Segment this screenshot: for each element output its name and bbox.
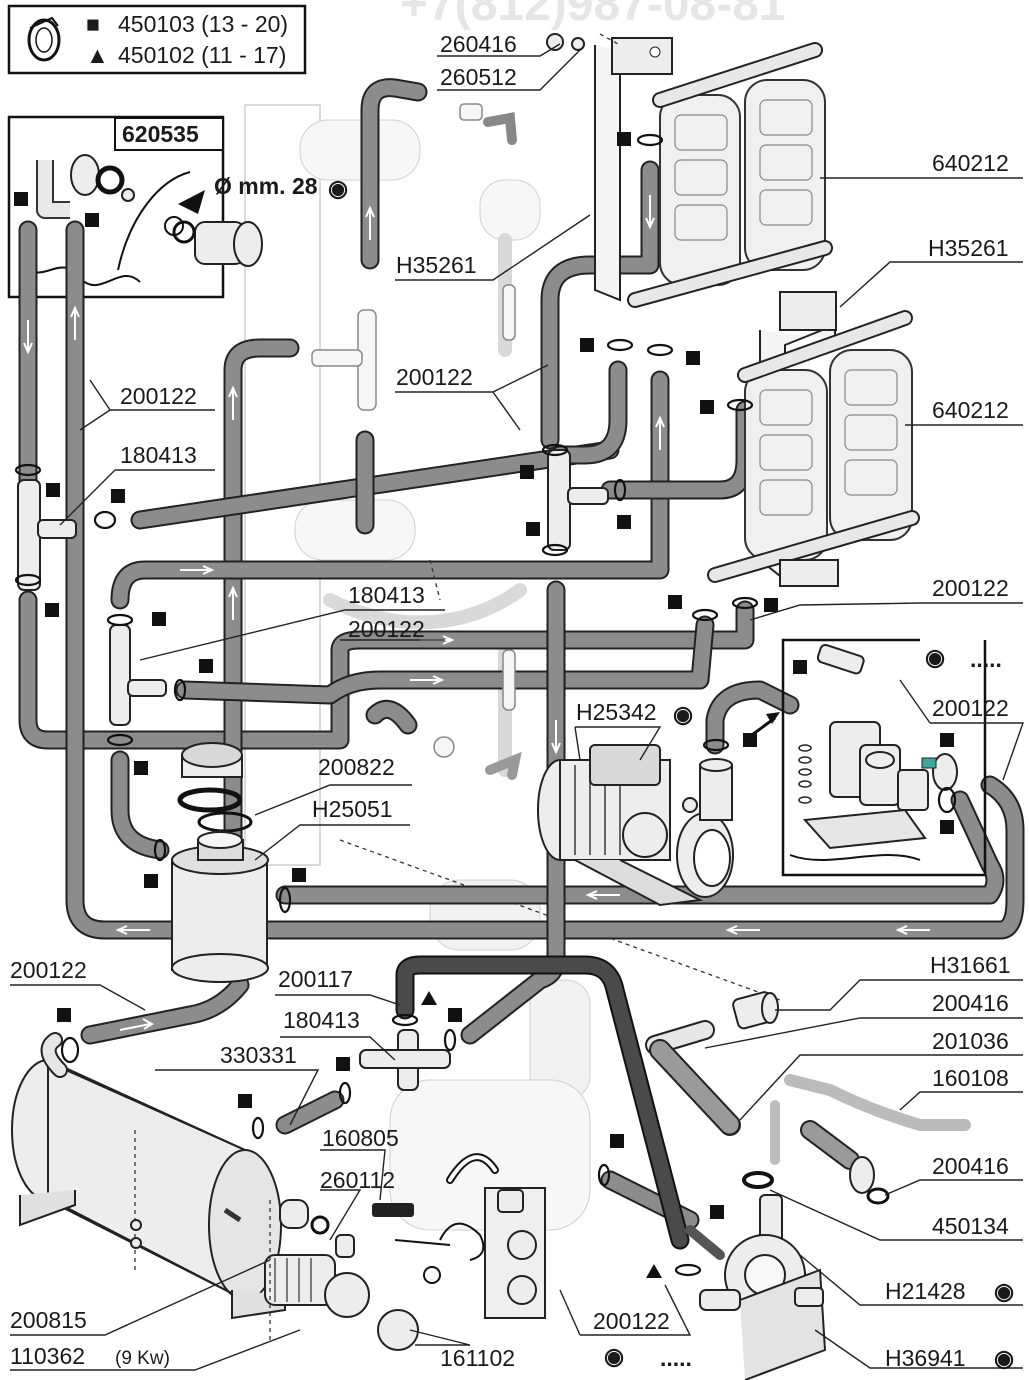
tee-fitting-upper	[311, 309, 377, 411]
part-label-200122-g: 200122	[593, 1308, 670, 1334]
legend-triangle-code: 450102 (11 - 17)	[118, 42, 286, 68]
inset-valve-box: ◉ .....	[781, 638, 1002, 877]
reservoir-tank	[171, 742, 269, 983]
right-inlet-fittings	[645, 991, 971, 1205]
eye-view-icon: ◉	[673, 701, 693, 727]
tee-fitting-center	[547, 449, 609, 551]
part-label-200815: 200815	[10, 1307, 87, 1333]
part-label-h36941: H36941	[885, 1345, 966, 1371]
part-label-200822: 200822	[318, 754, 395, 780]
part-label-200416-b: 200416	[932, 1153, 1009, 1179]
radiator-bottom	[707, 291, 920, 587]
eye-view-icon: ◉	[328, 175, 348, 201]
part-label-h25051: H25051	[312, 796, 393, 822]
part-label-450134: 450134	[932, 1213, 1009, 1239]
pointer-arrow-icon	[178, 190, 205, 214]
watermark-phone: +7(812)987-08-81	[400, 0, 786, 31]
hose-clamps	[14, 133, 957, 1277]
part-label-200117: 200117	[278, 966, 353, 992]
inset-code-620535: 620535	[122, 121, 199, 147]
thermostat-bracket	[446, 1153, 546, 1319]
part-label-h35261-a: H35261	[396, 252, 477, 278]
part-label-201036: 201036	[932, 1028, 1009, 1054]
eye-view-icon: ◉	[604, 1343, 624, 1369]
part-label-200122-d: 200122	[348, 616, 425, 642]
part-label-h21428: H21428	[885, 1278, 966, 1304]
elbow-fitting	[36, 154, 135, 219]
part-label-200122-c: 200122	[932, 575, 1009, 601]
eye-view-icon: ◉	[925, 644, 945, 670]
part-label-180413-a: 180413	[120, 442, 197, 468]
more-indicator: .....	[660, 1345, 692, 1371]
legend-box: ■ 450103 (13 - 20) ▲ 450102 (11 - 17)	[7, 4, 307, 75]
part-label-200122-f: 200122	[10, 957, 87, 983]
boiler-heater	[11, 1032, 485, 1351]
part-label-110362-unit: (9 Kw)	[115, 1348, 170, 1369]
inset-diameter: Ø mm. 28	[214, 173, 318, 199]
inset-620535: 620535 Ø mm. 28 ◉	[7, 115, 348, 299]
part-label-161102: 161102	[440, 1345, 515, 1371]
part-label-260112: 260112	[320, 1167, 395, 1193]
radiator-top	[594, 37, 833, 308]
hose-clamp-icon	[27, 16, 61, 62]
threaded-adapter	[164, 216, 263, 267]
tee-fitting-lower	[359, 1029, 451, 1091]
part-label-h31661: H31661	[930, 952, 1011, 978]
part-label-640212-bottom: 640212	[932, 397, 1009, 423]
clamp-markers	[14, 132, 954, 1278]
part-label-330331: 330331	[220, 1042, 297, 1068]
eye-view-icon: ◉	[994, 1345, 1014, 1371]
more-indicator: .....	[970, 646, 1002, 672]
part-labels: 260416 260512 640212 H35261 H35261 20012…	[10, 31, 1014, 1371]
legend-square-code: 450103 (13 - 20)	[118, 11, 288, 37]
leader-lines	[10, 33, 1024, 1371]
legend-square-marker: ■	[86, 11, 100, 37]
part-label-200122-b: 200122	[396, 364, 473, 390]
top-small-parts	[429, 33, 585, 780]
part-label-110362: 110362	[10, 1343, 85, 1369]
part-label-180413-b: 180413	[348, 582, 425, 608]
part-label-200122-a: 200122	[120, 383, 197, 409]
legend-triangle-marker: ▲	[86, 42, 109, 68]
tee-fitting-left	[17, 479, 77, 591]
part-label-160108: 160108	[932, 1065, 1009, 1091]
part-label-200416-a: 200416	[932, 990, 1009, 1016]
part-label-180413-c: 180413	[283, 1007, 360, 1033]
inlet-valve-assembly	[685, 1194, 827, 1380]
part-label-h25342: H25342	[576, 699, 657, 725]
circulation-pump	[537, 744, 734, 907]
part-label-200122-e: 200122	[932, 695, 1009, 721]
part-label-160805: 160805	[322, 1125, 399, 1151]
part-label-260512: 260512	[440, 64, 517, 90]
eye-view-icon: ◉	[994, 1278, 1014, 1304]
part-label-h35261-b: H35261	[928, 235, 1009, 261]
part-label-260416: 260416	[440, 31, 517, 57]
tee-fitting-mid	[109, 624, 167, 726]
part-label-640212-top: 640212	[932, 150, 1009, 176]
